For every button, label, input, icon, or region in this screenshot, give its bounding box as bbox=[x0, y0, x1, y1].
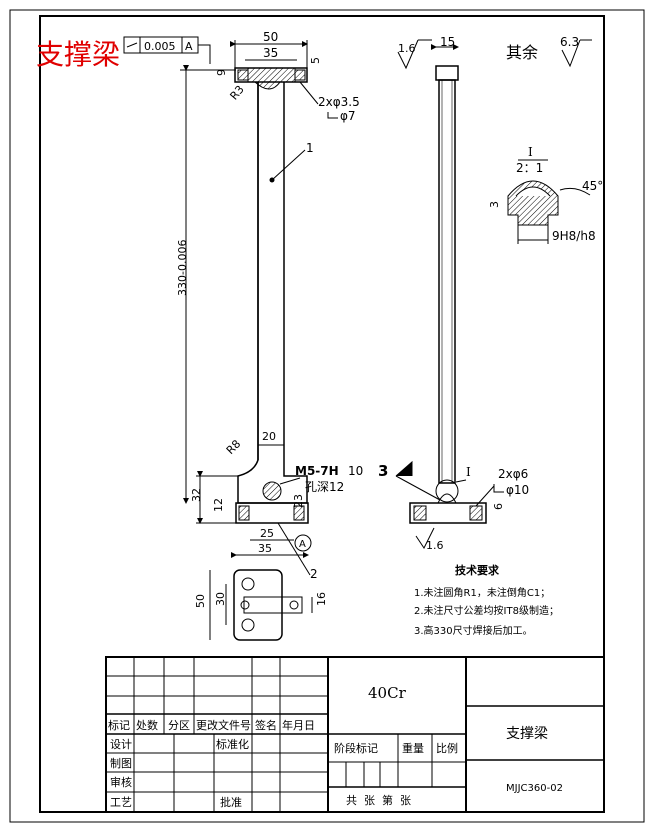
tech-req-item: 3.高330尺寸焊接后加工。 bbox=[414, 624, 533, 637]
dim-6: 6 bbox=[492, 503, 505, 510]
stage-label: 阶段标记 bbox=[334, 741, 378, 755]
row-draft: 制图 bbox=[110, 757, 132, 770]
dim-top-height: 9 bbox=[215, 69, 228, 76]
hole-top-qty: 2xφ3.5 bbox=[318, 95, 360, 109]
side-hole-cbore: φ10 bbox=[506, 483, 529, 497]
dim-length: 330-0.006 bbox=[176, 240, 189, 296]
sheets-label: 共 张 第 张 bbox=[346, 793, 411, 807]
header-date: 年月日 bbox=[282, 718, 315, 732]
dim-35-bottom: 35 bbox=[258, 542, 272, 555]
detail-ref: I bbox=[466, 465, 471, 479]
thread-spec: M5-7H bbox=[295, 464, 339, 478]
dim-3: 3 bbox=[488, 201, 501, 208]
fit-spec: 9H8/h8 bbox=[552, 229, 596, 243]
row-design: 设计 bbox=[110, 738, 132, 751]
part-name: 支撑梁 bbox=[506, 726, 548, 742]
drawing-number: MJJC360-02 bbox=[506, 783, 563, 794]
side-view: 1.6 15 其余 6.3 I 2：1 45° 3 9H8/h8 3 I 2xφ… bbox=[378, 35, 603, 552]
tolerance-value: 0.005 bbox=[144, 40, 176, 53]
row-review: 审核 bbox=[110, 775, 132, 789]
hole-depth: 孔深12 bbox=[305, 480, 344, 494]
dim-50: 50 bbox=[194, 594, 207, 608]
dim-radius-bottom: R8 bbox=[224, 437, 244, 457]
part-number-1: 1 bbox=[306, 141, 314, 155]
dim-12: 12 bbox=[212, 498, 225, 512]
header-zone: 分区 bbox=[168, 719, 190, 732]
outer-border bbox=[9, 9, 645, 823]
title-block-text: 40Cr 支撑梁 MJJC360-02 标记 处数 分区 更改文件号 签名 年月… bbox=[108, 684, 563, 809]
header-count: 处数 bbox=[136, 719, 158, 732]
roughness-top: 1.6 bbox=[398, 42, 416, 55]
roughness-mark-3: 3 bbox=[378, 462, 388, 480]
front-view: 50 35 9 5 R3 2xφ3.5 φ7 1 330-0.006 R8 20… bbox=[176, 30, 363, 581]
inner-border bbox=[39, 15, 605, 813]
header-doc-no: 更改文件号 bbox=[196, 718, 251, 732]
dim-30: 30 bbox=[214, 592, 227, 606]
corner-title: 支撑梁 bbox=[36, 38, 120, 71]
dim-16: 16 bbox=[315, 592, 328, 606]
tech-req-item: 2.未注尺寸公差均按IT8级制造； bbox=[414, 604, 559, 617]
weight-label: 重量 bbox=[402, 741, 424, 755]
dim-32: 32 bbox=[190, 488, 203, 502]
header-sign: 签名 bbox=[255, 718, 277, 732]
tolerance-datum: A bbox=[185, 40, 193, 53]
approve-label: 批准 bbox=[220, 795, 242, 809]
dim-radius-top: R3 bbox=[227, 83, 246, 103]
datum-a: A bbox=[299, 539, 306, 550]
roughness-bottom: 1.6 bbox=[426, 539, 444, 552]
angle-45: 45° bbox=[582, 179, 603, 193]
tech-req-item: 1.未注圆角R1，未注倒角C1； bbox=[414, 586, 550, 599]
row-process: 工艺 bbox=[110, 796, 132, 809]
dim-23: 23 bbox=[292, 494, 305, 508]
tech-req-title: 技术要求 bbox=[455, 563, 500, 577]
rest-roughness: 6.3 bbox=[560, 35, 579, 49]
tolerance-frame: 0.005 A bbox=[123, 36, 211, 64]
rest-label: 其余 bbox=[506, 43, 538, 62]
technical-requirements: 技术要求 1.未注圆角R1，未注倒角C1； 2.未注尺寸公差均按IT8级制造； … bbox=[414, 563, 559, 637]
side-hole-qty: 2xφ6 bbox=[498, 467, 528, 481]
dim-15: 15 bbox=[440, 35, 455, 49]
part-number-2: 2 bbox=[310, 567, 318, 581]
header-mark: 标记 bbox=[108, 718, 130, 732]
standardize-label: 标准化 bbox=[216, 737, 249, 751]
thread-depth: 10 bbox=[348, 464, 363, 478]
dim-20: 20 bbox=[262, 430, 276, 443]
hole-top-cbore: φ7 bbox=[340, 109, 356, 123]
bottom-view: 50 30 16 bbox=[194, 569, 328, 641]
dim-side: 5 bbox=[309, 57, 322, 64]
scale-label: 比例 bbox=[436, 741, 458, 755]
detail-label: I bbox=[528, 145, 533, 159]
dim-width-total: 50 bbox=[263, 30, 278, 44]
title-block bbox=[105, 656, 605, 813]
detail-scale: 2：1 bbox=[516, 161, 543, 175]
dim-25: 25 bbox=[260, 527, 274, 540]
material: 40Cr bbox=[368, 684, 407, 702]
dim-width-inner: 35 bbox=[263, 46, 278, 60]
